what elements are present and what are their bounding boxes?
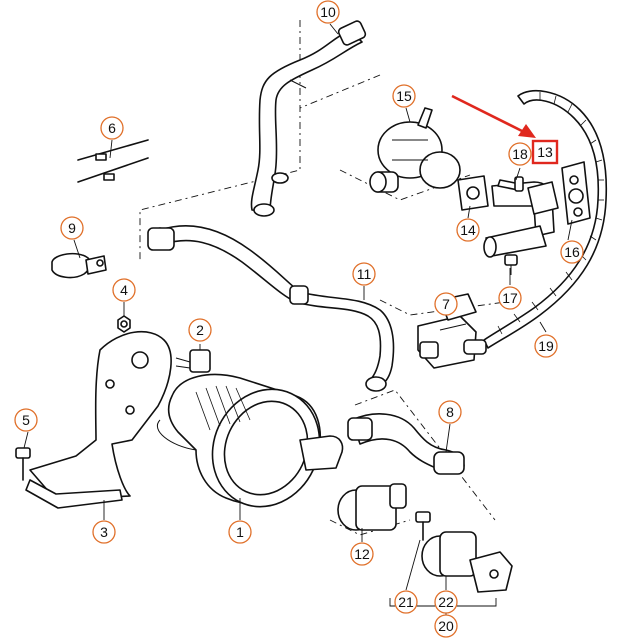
leader-lines	[23, 23, 573, 591]
bracket-part	[25, 331, 172, 509]
callout-21: 21	[394, 590, 418, 614]
callout-14: 14	[456, 218, 480, 242]
lower-hose-part	[347, 413, 465, 475]
svg-text:11: 11	[357, 266, 372, 282]
svg-text:14: 14	[460, 222, 476, 238]
svg-text:15: 15	[396, 88, 412, 104]
electrical-connector-part	[175, 349, 211, 373]
flange-gasket-part	[561, 161, 591, 225]
highlight-annotation	[451, 94, 536, 138]
callout-20: 20	[434, 614, 458, 638]
svg-text:8: 8	[446, 404, 454, 420]
combi-valve-part	[369, 107, 461, 193]
svg-text:18: 18	[512, 146, 528, 162]
callout-18: 18	[508, 142, 532, 166]
svg-text:6: 6	[108, 120, 116, 136]
callout-19: 19	[534, 334, 558, 358]
svg-text:9: 9	[68, 220, 76, 236]
callout-12: 12	[350, 542, 374, 566]
svg-text:4: 4	[120, 282, 128, 298]
svg-text:5: 5	[22, 412, 30, 428]
screw-18-part	[497, 176, 524, 192]
secondary-air-pump-part	[157, 373, 344, 508]
svg-text:2: 2	[196, 322, 204, 338]
svg-text:19: 19	[538, 338, 554, 354]
callout-17: 17	[498, 286, 522, 310]
svg-text:22: 22	[438, 594, 454, 610]
callout-1: 1	[228, 520, 252, 544]
callout-2: 2	[188, 318, 212, 342]
gasket-part	[457, 175, 489, 211]
callout-10: 10	[316, 0, 340, 24]
svg-text:3: 3	[100, 524, 108, 540]
svg-text:10: 10	[320, 4, 336, 20]
callout-5: 5	[14, 408, 38, 432]
long-hose-part	[147, 224, 395, 392]
screw-17-part	[504, 254, 518, 275]
callout-3: 3	[92, 520, 116, 544]
callout-7: 7	[434, 292, 458, 316]
connecting-pipe-part	[483, 181, 559, 258]
nut-part	[117, 315, 131, 333]
svg-text:13: 13	[537, 144, 553, 160]
callout-22: 22	[434, 590, 458, 614]
callout-13: 13	[531, 139, 559, 165]
callout-4: 4	[112, 278, 136, 302]
svg-text:12: 12	[354, 546, 370, 562]
callout-15: 15	[392, 84, 416, 108]
callout-8: 8	[438, 400, 462, 424]
svg-text:1: 1	[236, 524, 244, 540]
cable-ties-part	[77, 139, 149, 183]
svg-text:7: 7	[442, 296, 450, 312]
hose-clamp-part	[51, 252, 107, 279]
svg-text:20: 20	[438, 618, 454, 634]
callout-9: 9	[60, 216, 84, 240]
svg-text:17: 17	[502, 290, 518, 306]
check-valve-assembly-part	[415, 511, 513, 593]
callout-6: 6	[100, 116, 124, 140]
bolt-5-part	[15, 447, 31, 481]
callout-16: 16	[560, 240, 584, 264]
svg-text:16: 16	[564, 244, 580, 260]
callout-11: 11	[352, 262, 376, 286]
solenoid-valve-part	[417, 293, 487, 369]
fitting-12-part	[337, 483, 407, 531]
svg-text:21: 21	[398, 594, 414, 610]
upper-hose-part	[250, 20, 367, 217]
